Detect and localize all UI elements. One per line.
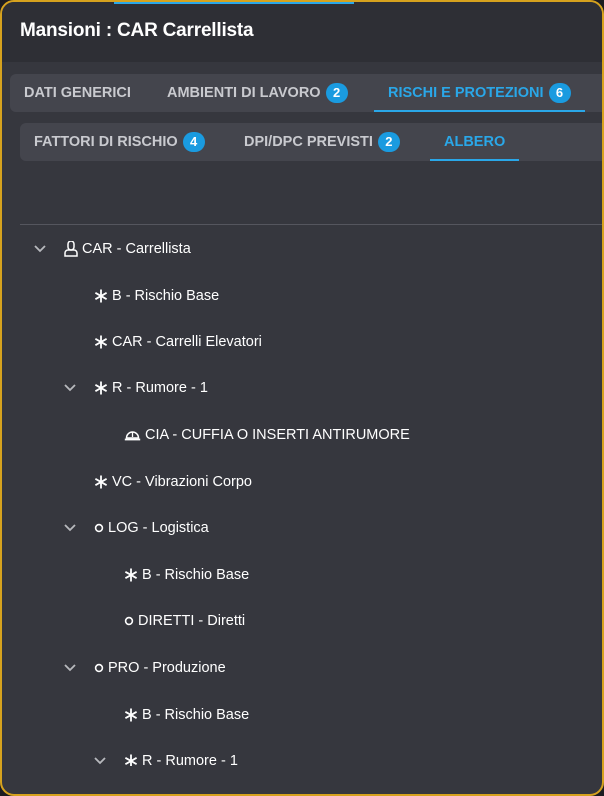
tab-rischi-e-protezioni[interactable]: RISCHI E PROTEZIONI 6 (374, 74, 585, 112)
tree-node-label: PRO - Produzione (108, 660, 226, 676)
tree-node[interactable]: PRO - Produzione (94, 656, 226, 680)
sub-tab-bar: FATTORI DI RISCHIO 4 DPI/DPC PREVISTI 2 … (20, 123, 602, 161)
page-title: Mansioni : CAR Carrellista (20, 20, 254, 41)
count-badge: 2 (325, 83, 348, 103)
tree-node-label: DIRETTI - Diretti (138, 613, 246, 629)
header: Mansioni : CAR Carrellista (2, 2, 602, 62)
asterisk-icon (124, 567, 138, 583)
tab-label: FATTORI DI RISCHIO (34, 134, 178, 150)
chevron-down-icon[interactable] (63, 381, 77, 395)
active-tab-indicator (374, 110, 585, 112)
tab-albero[interactable]: ALBERO (430, 123, 520, 161)
tab-fattori-di-rischio[interactable]: FATTORI DI RISCHIO 4 (34, 123, 205, 161)
circle-icon (94, 520, 104, 536)
tree-node[interactable]: B - Rischio Base (94, 284, 219, 308)
divider (20, 224, 602, 225)
tree-node[interactable]: CAR - Carrelli Elevatori (94, 330, 262, 354)
loading-indicator (114, 2, 354, 4)
tab-dati-generici[interactable]: DATI GENERICI (24, 74, 131, 112)
chevron-down-icon[interactable] (33, 242, 47, 256)
tree-node[interactable]: CAR - Carrellista (64, 237, 191, 261)
hard-hat-icon (124, 427, 141, 443)
tree-node[interactable]: R - Rumore - 1 (94, 376, 208, 400)
asterisk-icon (124, 707, 138, 723)
tree-node[interactable]: B - Rischio Base (124, 563, 249, 587)
tab-ambienti-di-lavoro[interactable]: AMBIENTI DI LAVORO 2 (167, 74, 348, 112)
tab-label: RISCHI E PROTEZIONI (388, 85, 544, 101)
main-tab-bar: DATI GENERICI AMBIENTI DI LAVORO 2 RISCH… (10, 74, 602, 112)
tab-label: ALBERO (444, 134, 506, 150)
tree-node-label: B - Rischio Base (142, 707, 250, 723)
tree-node[interactable]: B - Rischio Base (124, 703, 249, 727)
tree-node-label: B - Rischio Base (112, 288, 220, 304)
chevron-down-icon[interactable] (63, 661, 77, 675)
tree-node-label: CIA - CUFFIA O INSERTI ANTIRUMORE (145, 427, 410, 443)
tree-node-label: R - Rumore - 1 (112, 380, 208, 396)
count-badge: 2 (377, 132, 400, 152)
tab-dpi-dpc-previsti[interactable]: DPI/DPC PREVISTI 2 (244, 123, 400, 161)
asterisk-icon (124, 753, 138, 766)
tree-node-label: R - Rumore - 1 (142, 753, 238, 766)
tab-label: AMBIENTI DI LAVORO (167, 85, 321, 101)
active-tab-indicator (430, 159, 520, 161)
count-badge: 6 (548, 83, 571, 103)
asterisk-icon (94, 380, 108, 396)
tree-node[interactable]: CIA - CUFFIA O INSERTI ANTIRUMORE (124, 423, 410, 447)
tree-node[interactable]: LOG - Logistica (94, 516, 209, 540)
asterisk-icon (94, 474, 108, 490)
chevron-down-icon[interactable] (93, 754, 107, 766)
tree-node-label: VC - Vibrazioni Corpo (112, 474, 252, 490)
tree-node-label: CAR - Carrelli Elevatori (112, 334, 262, 350)
chevron-down-icon[interactable] (63, 521, 77, 535)
asterisk-icon (94, 288, 108, 304)
tree-node[interactable]: VC - Vibrazioni Corpo (94, 470, 252, 494)
tab-label: DATI GENERICI (24, 85, 131, 101)
count-badge: 4 (182, 132, 205, 152)
tree-node-label: LOG - Logistica (108, 520, 209, 536)
worker-icon (64, 241, 78, 257)
circle-icon (94, 660, 104, 676)
tree-node[interactable]: R - Rumore - 1 (124, 749, 238, 766)
tree-view: CAR - Carrellista B - Rischio Base CAR -… (2, 232, 602, 766)
tree-node-label: B - Rischio Base (142, 567, 250, 583)
asterisk-icon (94, 334, 108, 350)
circle-icon (124, 613, 134, 629)
tree-node-label: CAR - Carrellista (82, 241, 191, 257)
tree-node[interactable]: DIRETTI - Diretti (124, 609, 245, 633)
tab-label: DPI/DPC PREVISTI (244, 134, 373, 150)
